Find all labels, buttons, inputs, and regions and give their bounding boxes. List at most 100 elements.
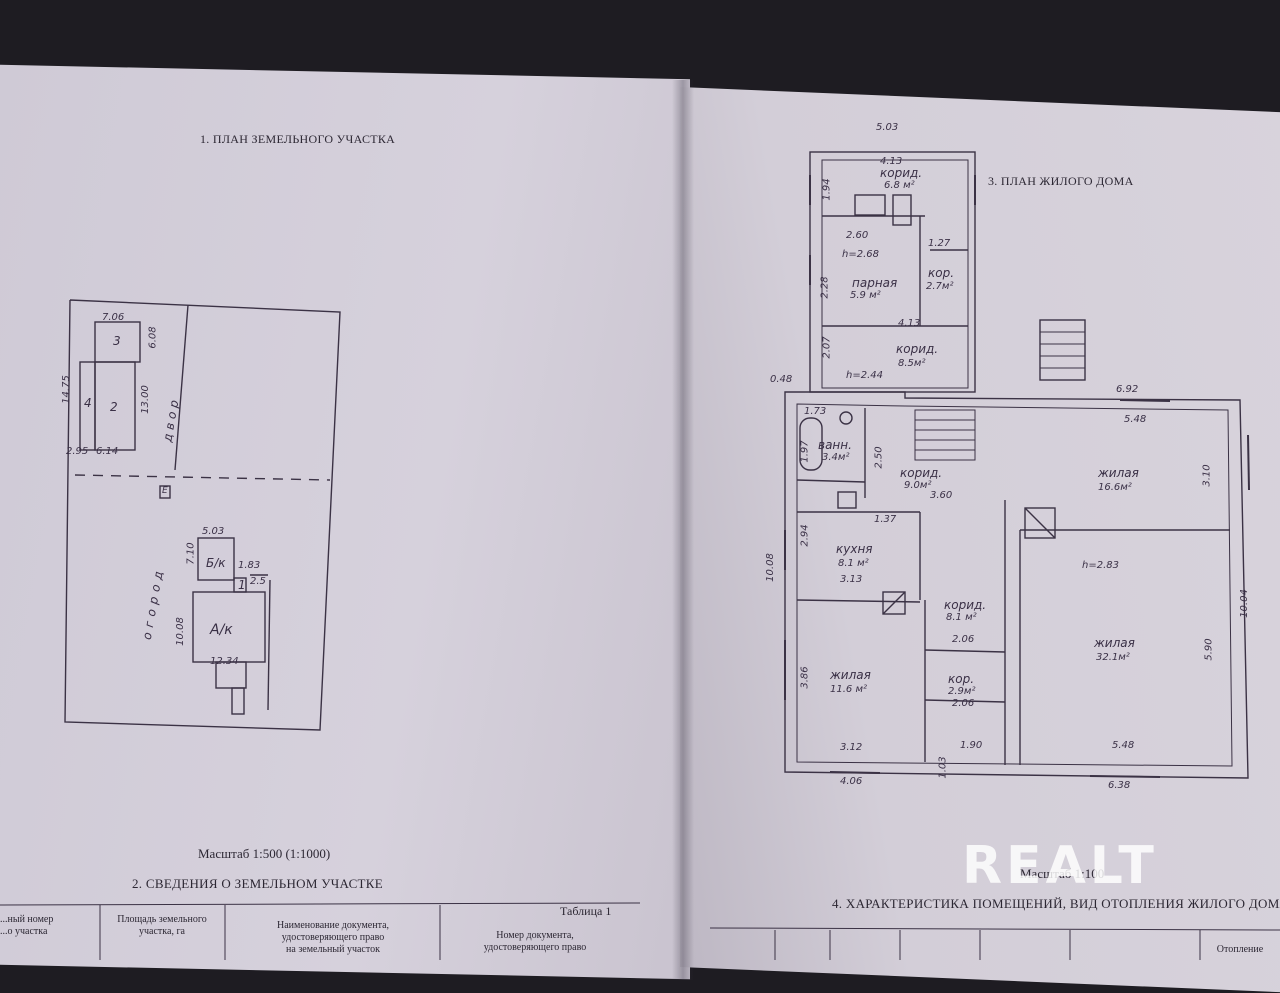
table-header-docnum: Номер документа, удостоверяющего право — [483, 930, 587, 953]
land-plan-scale: Масштаб 1:500 (1:1000) — [198, 846, 331, 861]
dim: 0.48 — [770, 374, 793, 385]
site-label: 7.06 — [102, 312, 125, 323]
plot-inner-line — [174, 304, 189, 471]
room-label: корид. — [880, 166, 923, 180]
site-label: Е — [162, 486, 168, 496]
site-label: 13.00 — [139, 385, 151, 414]
table-header-area: Площадь земельного участка, га — [117, 914, 207, 937]
site-label: 5.03 — [202, 526, 225, 537]
room-label: корид. — [900, 466, 943, 480]
dim: 2.06 — [952, 698, 975, 709]
dim: 1.03 — [937, 756, 949, 779]
plot-dash-line — [74, 474, 331, 481]
stove-box — [854, 194, 886, 216]
site-label: 2.5 — [250, 576, 266, 587]
dim: 6.92 — [1116, 384, 1139, 395]
dim: 10.04 — [1238, 589, 1250, 618]
room-area: 8.5м² — [898, 358, 926, 369]
plot-boundary — [64, 299, 341, 731]
room-label: жилая — [830, 668, 871, 682]
dim: 3.12 — [840, 742, 863, 753]
dim: 5.48 — [1112, 740, 1135, 751]
table-label: Таблица 1 — [560, 904, 612, 918]
dim: h=2.83 — [1082, 560, 1119, 571]
e-mark-box — [159, 485, 171, 499]
dim: 4.06 — [840, 776, 863, 787]
table-header-docname: Наименование документа, удостоверяющего … — [276, 920, 390, 955]
dim: 3.13 — [840, 574, 863, 585]
room-label: парная — [852, 276, 898, 290]
site-label: 6.14 — [96, 446, 119, 457]
room-area: 2.7м² — [926, 281, 954, 292]
room-area: 2.9м² — [948, 686, 976, 697]
site-label: 4 — [84, 396, 92, 410]
realt-watermark-logo: REALT — [962, 836, 1158, 896]
dim: 3.10 — [1201, 464, 1213, 487]
dim: 1.90 — [960, 740, 983, 751]
toilet — [839, 411, 853, 425]
stove-2 — [892, 194, 912, 226]
site-label: 12.34 — [210, 656, 239, 667]
site-label: 3 — [113, 334, 121, 348]
room-area: 8.1 м² — [838, 558, 869, 569]
room-area: 11.6 м² — [830, 684, 867, 695]
room-area: 9.0м² — [904, 480, 932, 491]
dim: 5.90 — [1203, 638, 1215, 661]
dim: 5.03 — [876, 122, 899, 133]
dim: 1.37 — [874, 514, 897, 525]
room-label: кор. — [948, 672, 975, 686]
site-label: 10.08 — [174, 617, 186, 646]
site-label: 1.83 — [238, 560, 261, 571]
dim: 1.94 — [821, 178, 833, 201]
dim: 3.86 — [799, 666, 811, 689]
sink — [837, 491, 857, 509]
room-area: 5.9 м² — [850, 290, 881, 301]
dim: 5.48 — [1124, 414, 1147, 425]
site-label: 2 — [110, 400, 118, 414]
site-label: Б/к — [206, 556, 226, 570]
site-label: 2.95 — [66, 446, 89, 457]
room-area: 6.8 м² — [884, 180, 915, 191]
dim: 10.08 — [764, 553, 776, 582]
table-header-cadastral: ...ный номер ...о участка — [0, 914, 54, 937]
room-area: 8.1 м² — [946, 612, 977, 623]
dim: 2.06 — [952, 634, 975, 645]
room-label: ванн. — [818, 438, 852, 452]
plans-drawing — [0, 151, 1280, 960]
site-label: 1 — [238, 578, 246, 592]
dim: 2.07 — [821, 336, 833, 359]
dim: 1.73 — [804, 406, 827, 417]
house-plan-title: 3. ПЛАН ЖИЛОГО ДОМА — [988, 174, 1134, 188]
site-label: 7.10 — [185, 542, 197, 565]
room-area: 3.4м² — [822, 452, 850, 463]
inner-stairs — [914, 409, 976, 461]
house-plan-scale: Масштаб 1:100 — [1020, 866, 1105, 881]
site-label: 6.08 — [147, 326, 159, 349]
dim: h=2.44 — [846, 370, 883, 381]
dim: 2.94 — [799, 524, 811, 547]
dim: h=2.68 — [842, 249, 879, 260]
outbuilding-2 — [94, 361, 136, 451]
room-area: 16.6м² — [1098, 482, 1132, 493]
dim: 1.97 — [799, 440, 811, 463]
book-gutter — [672, 80, 694, 980]
room-label: кор. — [928, 266, 955, 280]
house-ext2 — [231, 687, 245, 715]
land-info-title: 2. СВЕДЕНИЯ О ЗЕМЕЛЬНОМ УЧАСТКЕ — [132, 876, 383, 891]
stove-kitchen — [882, 591, 906, 615]
dim: 4.13 — [880, 156, 903, 167]
outside-stairs — [1039, 319, 1086, 381]
dim: 2.60 — [846, 230, 869, 241]
room-area: 32.1м² — [1096, 652, 1130, 663]
house-b — [197, 537, 235, 581]
dim: 3.60 — [930, 490, 953, 501]
room-label: корид. — [944, 598, 987, 612]
dim: 2.28 — [819, 276, 831, 299]
dim: 4.13 — [898, 318, 921, 329]
dim: 1.27 — [928, 238, 951, 249]
room-label: жилая — [1094, 636, 1135, 650]
site-label: 14.75 — [60, 375, 72, 404]
stove-main — [1024, 507, 1056, 539]
room-label: корид. — [896, 342, 939, 356]
plan-main-outer — [784, 391, 1249, 779]
